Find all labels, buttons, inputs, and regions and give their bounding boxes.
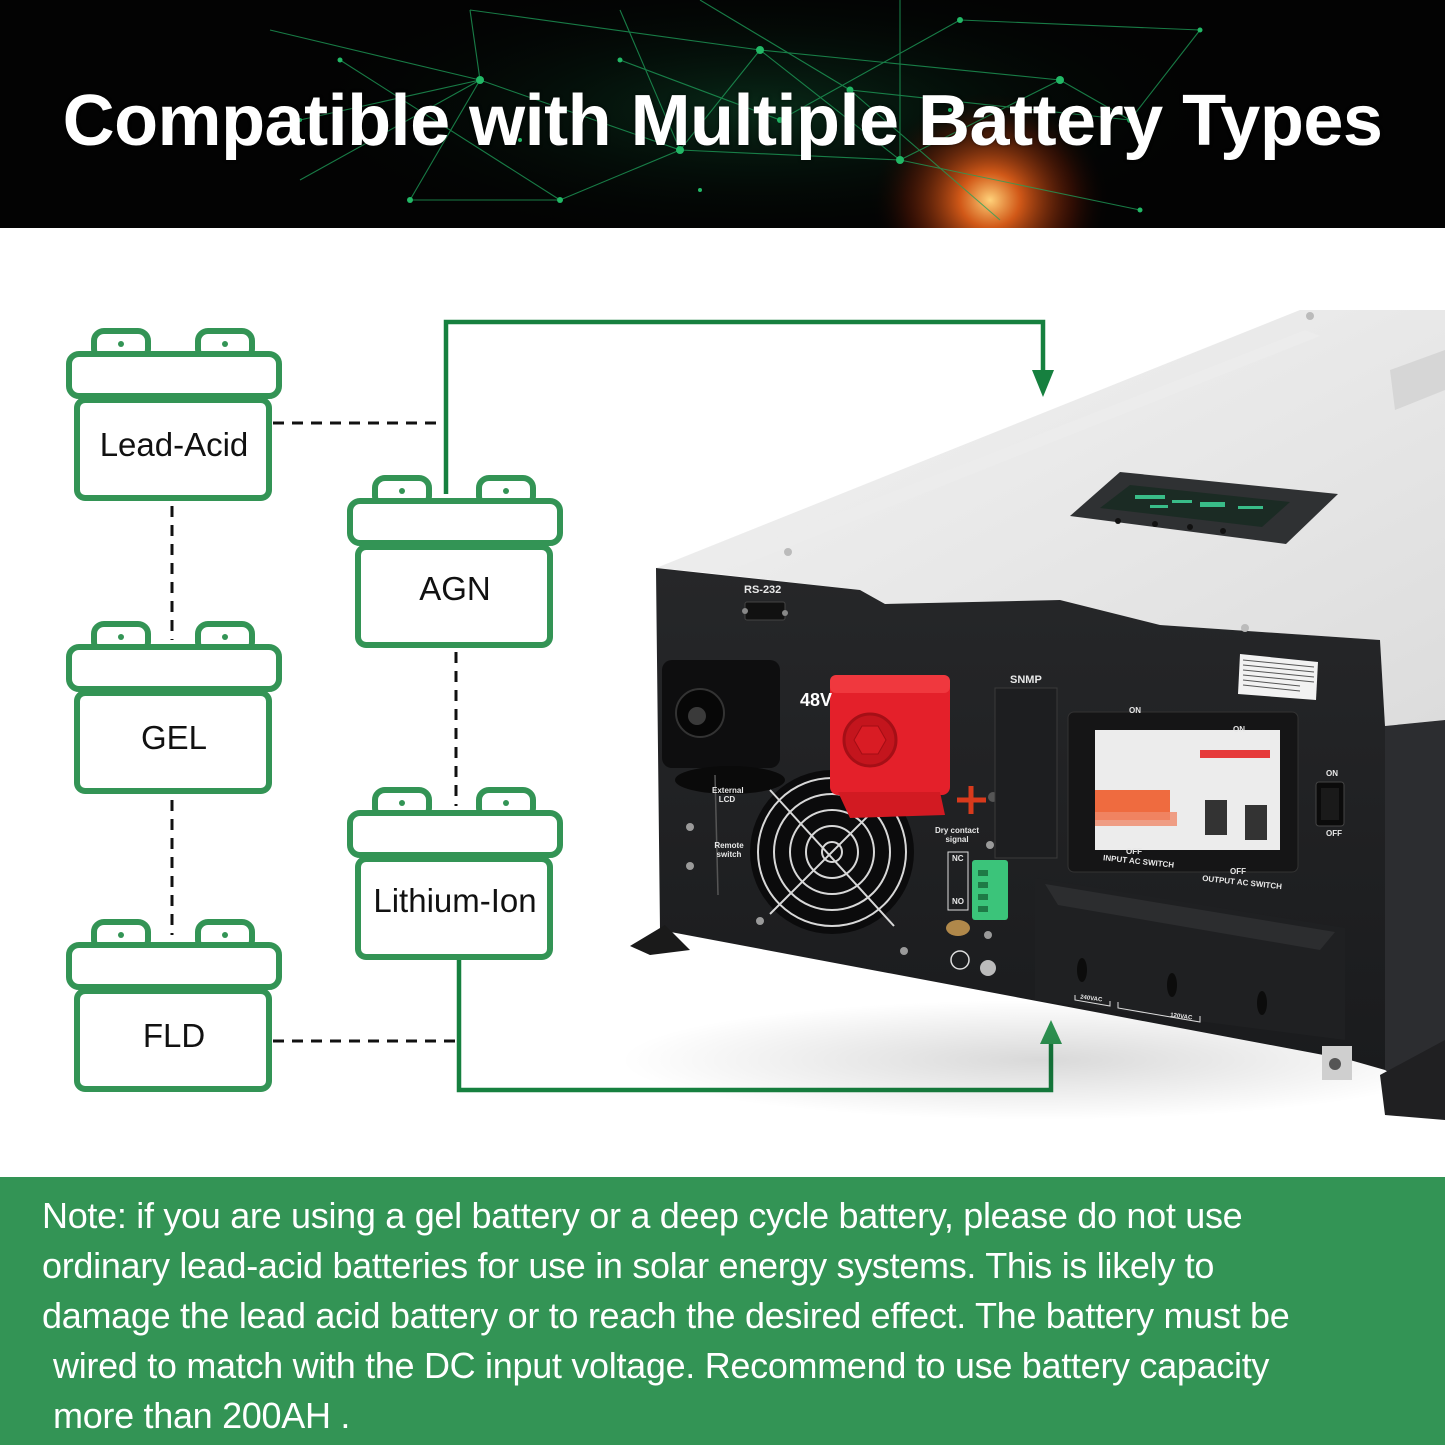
page-title: Compatible with Multiple Battery Types xyxy=(62,81,1383,161)
note-banner: Note: if you are using a gel battery or … xyxy=(0,1177,1445,1445)
note-line: more than 200AH . xyxy=(53,1395,351,1436)
battery-icon xyxy=(66,621,282,794)
note-line: wired to match with the DC input voltage… xyxy=(53,1345,1270,1386)
battery-icon xyxy=(347,475,563,648)
arrow-down-icon xyxy=(1032,370,1054,397)
battery-agn: AGN xyxy=(347,475,563,650)
arrow-line-agn-to-inverter xyxy=(443,319,1046,494)
output-switch-on-label: ON xyxy=(1233,725,1245,734)
dry-contact-label: Dry contact signal xyxy=(934,826,979,844)
snmp-label: SNMP xyxy=(1010,674,1042,686)
input-switch-on-label: ON xyxy=(1129,706,1141,715)
inverter-body xyxy=(620,310,1445,1120)
battery-icon xyxy=(347,787,563,960)
battery-lead-acid: Lead-Acid xyxy=(66,328,282,503)
voltage-label: 48V xyxy=(800,690,833,710)
battery-compatibility-diagram: Lead-Acid AGN GEL xyxy=(0,228,1445,1178)
nc-label: NC xyxy=(952,854,964,863)
note-line: Note: if you are using a gel battery or … xyxy=(42,1195,1243,1236)
battery-label: GEL xyxy=(140,719,208,756)
input-switch-off-label: OFF xyxy=(1126,847,1142,856)
battery-gel: GEL xyxy=(66,621,282,796)
output-switch-off-label: OFF xyxy=(1230,867,1246,876)
remote-switch-label: Remote switch xyxy=(714,841,744,859)
header-banner: Compatible with Multiple Battery Types xyxy=(0,0,1445,228)
network-background-graphic xyxy=(269,0,1240,228)
note-line: damage the lead acid battery or to reach… xyxy=(42,1295,1290,1336)
note-text: Note: if you are using a gel battery or … xyxy=(42,1191,1432,1441)
battery-label: FLD xyxy=(142,1017,206,1054)
external-lcd-label: External LCD xyxy=(712,786,744,804)
rs232-label: RS-232 xyxy=(744,584,782,596)
battery-icon xyxy=(66,919,282,1092)
note-line: ordinary lead-acid batteries for use in … xyxy=(42,1245,1215,1286)
battery-label: Lead-Acid xyxy=(99,426,249,463)
power-on-label: ON xyxy=(1326,769,1338,778)
battery-label: AGN xyxy=(419,570,491,607)
battery-label: Lithium-Ion xyxy=(373,882,537,919)
battery-lithium-ion: Lithium-Ion xyxy=(347,787,563,962)
battery-icon xyxy=(66,328,282,501)
battery-fld: FLD xyxy=(66,919,282,1094)
power-off-label: OFF xyxy=(1326,829,1342,838)
inverter-product-image: RS-232 48V SNMP External LCD Remote swit… xyxy=(620,300,1445,1130)
no-label: NO xyxy=(952,897,964,906)
